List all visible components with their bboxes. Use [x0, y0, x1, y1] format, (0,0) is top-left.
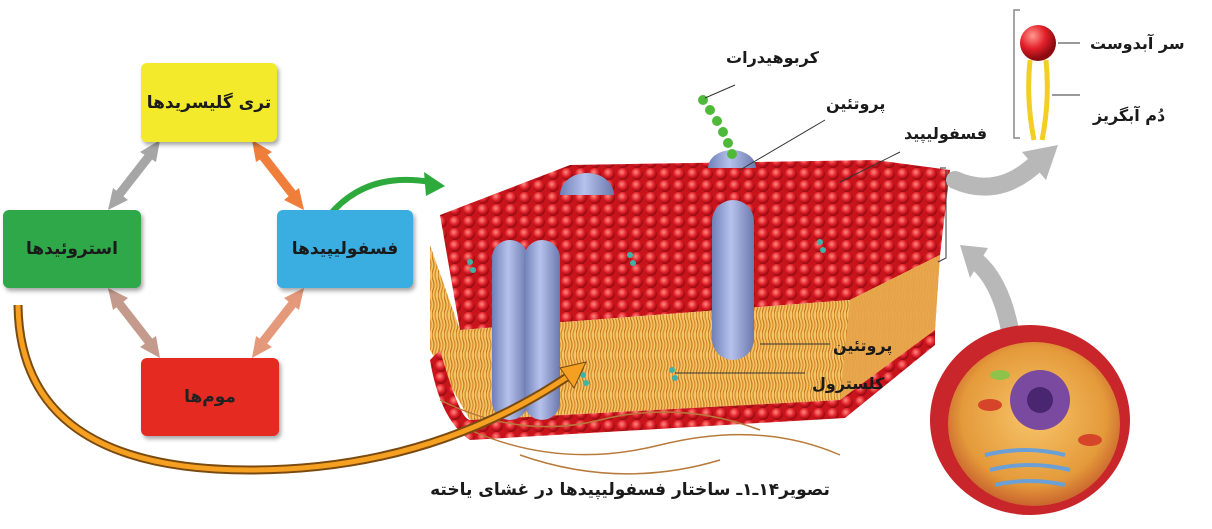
steroids-label: استروئیدها [26, 239, 118, 259]
protein-transmembrane [712, 200, 754, 360]
carbohydrate-label: کربوهیدرات [726, 48, 819, 67]
arrow-triglyceride-phospholipid [252, 140, 304, 210]
waxes-box: موم‌ها [141, 358, 279, 436]
phospholipid-label: فسفولیپید [904, 124, 987, 143]
phospholipids-label: فسفولیپیدها [292, 239, 399, 259]
steroids-box: استروئیدها [3, 210, 141, 288]
protein-top-label: پروتئین [826, 94, 885, 113]
arrow-triglyceride-steroid [108, 140, 160, 210]
cholesterol-label: کلسترول [812, 374, 884, 393]
arrow-phospholipid-wax [252, 288, 304, 358]
protein-bottom-label: پروتئین [833, 336, 892, 355]
waxes-label: موم‌ها [184, 387, 236, 407]
hydrophobic-tail-label: دُم آبگریز [1093, 106, 1165, 125]
triglycerides-box: تری گلیسریدها [141, 63, 277, 142]
zoom-arrow-lower [960, 245, 1010, 330]
figure-caption: تصویر۱۴ـ۱ـ ساختار فسفولیپیدها در غشای یا… [410, 480, 850, 500]
animal-cell [930, 325, 1130, 515]
hydrophilic-head-label: سر آبدوست [1090, 34, 1185, 53]
zoom-arrow-upper [955, 145, 1058, 187]
carbohydrate-chain [698, 95, 737, 159]
triglycerides-label: تری گلیسریدها [147, 93, 271, 113]
phospholipid-detail [1014, 10, 1080, 140]
phospholipids-box: فسفولیپیدها [277, 210, 413, 288]
arrow-steroid-wax [108, 288, 160, 358]
